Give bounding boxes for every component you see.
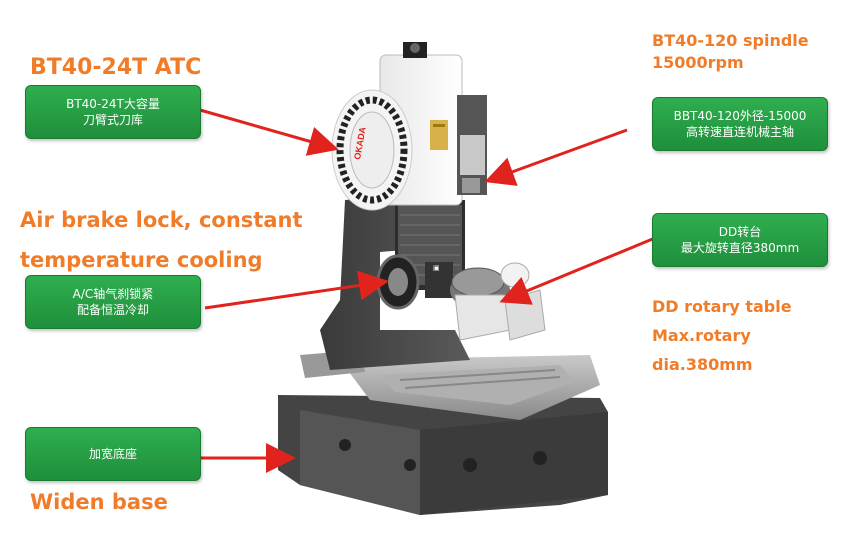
spindle-title: BT40-120 spindle 15000rpm: [652, 30, 809, 74]
rotary-box: DD转台 最大旋转直径380mm: [652, 213, 828, 267]
spindle-title-line1: BT40-120 spindle: [652, 31, 809, 50]
brake-box-line1: A/C轴气刹锁紧: [72, 287, 154, 301]
atc-title: BT40-24T ATC: [30, 55, 202, 80]
spindle-title-line2: 15000rpm: [652, 53, 744, 72]
brake-title-line2: temperature cooling: [20, 248, 263, 272]
rotary-title-line1: DD rotary table: [652, 297, 792, 316]
arrow-spindle: [484, 128, 628, 186]
rotary-title: DD rotary table Max.rotary dia.380mm: [652, 292, 792, 379]
svg-text:▣: ▣: [433, 265, 440, 272]
rotary-title-line2: Max.rotary: [652, 326, 751, 345]
atc-box-line1: BT40-24T大容量: [66, 97, 160, 111]
spindle-box: BBT40-120外径-15000 高转速直连机械主轴: [652, 97, 828, 151]
brake-title-line1: Air brake lock, constant: [20, 208, 303, 232]
rotary-box-line2: 最大旋转直径380mm: [680, 241, 800, 255]
base-box-label: 加宽底座: [88, 447, 137, 461]
rotary-title-line3: dia.380mm: [652, 355, 753, 374]
brake-title: Air brake lock, constant temperature coo…: [20, 200, 303, 280]
brake-box: A/C轴气刹锁紧 配备恒温冷却: [25, 275, 201, 329]
arrow-brake: [204, 270, 389, 310]
spindle-box-line1: BBT40-120外径-15000: [673, 109, 807, 123]
brake-box-line2: 配备恒温冷却: [76, 303, 149, 317]
atc-box-line2: 刀臂式刀库: [82, 113, 143, 127]
spindle-box-line2: 高转速直连机械主轴: [685, 125, 794, 139]
base-box: 加宽底座: [25, 427, 201, 481]
atc-box: BT40-24T大容量 刀臂式刀库: [25, 85, 201, 139]
machine-column: [320, 195, 470, 370]
rotary-box-line1: DD转台: [718, 225, 762, 239]
base-title: Widen base: [30, 490, 168, 514]
arrow-rotary: [499, 236, 656, 305]
arrow-atc: [199, 108, 339, 156]
